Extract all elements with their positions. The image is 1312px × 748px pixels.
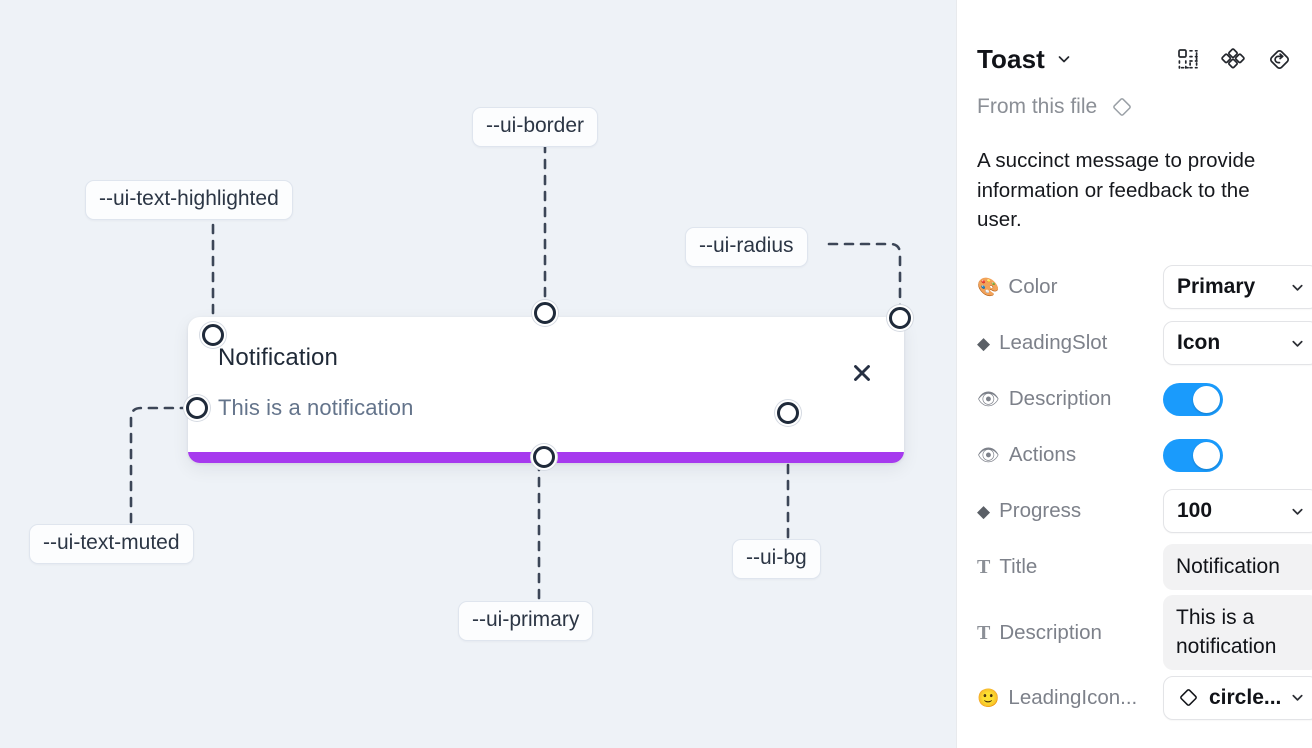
diamond-outline-icon xyxy=(1177,686,1200,709)
four-diamond-cluster-icon[interactable] xyxy=(1221,47,1245,71)
property-name-description-visibility: Description xyxy=(1008,387,1112,411)
property-control-leading-icon: circle... xyxy=(1163,675,1312,720)
close-x-icon[interactable] xyxy=(848,359,876,387)
property-label-progress: ◆ Progress xyxy=(977,499,1163,523)
toast-preview-card[interactable]: Notification This is a notification xyxy=(188,317,904,463)
property-control-leading-slot: Icon xyxy=(1163,321,1312,366)
panel-header-actions xyxy=(1177,47,1292,72)
anchor-handle-ui-text-muted[interactable] xyxy=(186,397,208,419)
property-name-leading-slot: LeadingSlot xyxy=(999,331,1108,355)
property-name-progress: Progress xyxy=(999,499,1082,523)
property-row-actions-visibility: 👁 Actions xyxy=(977,427,1292,483)
anchor-handle-ui-primary[interactable] xyxy=(533,446,555,468)
design-canvas[interactable]: Notification This is a notification --ui… xyxy=(0,0,956,748)
text-type-icon: T xyxy=(977,556,991,579)
token-pill-ui-radius[interactable]: --ui-radius xyxy=(685,227,808,268)
toast-title: Notification xyxy=(218,344,338,371)
property-name-actions-visibility: Actions xyxy=(1008,443,1077,467)
property-label-description-visibility: 👁 Description xyxy=(977,387,1163,411)
property-label-description-text: T Description xyxy=(977,621,1163,645)
leading-slot-select[interactable]: Icon xyxy=(1163,321,1312,366)
property-row-title: T Title Notification xyxy=(977,539,1312,595)
description-input[interactable]: This is a notification xyxy=(1163,595,1312,670)
from-this-file-label: From this file xyxy=(977,95,1098,118)
leading-icon-select-value: circle... xyxy=(1209,685,1282,709)
diamond-filled-icon: ◆ xyxy=(977,501,991,521)
property-name-title: Title xyxy=(999,555,1038,579)
token-pill-ui-text-highlighted[interactable]: --ui-text-highlighted xyxy=(85,180,293,221)
component-grid-icon[interactable] xyxy=(1177,48,1199,70)
anchor-handle-ui-text-highlighted[interactable] xyxy=(202,324,224,346)
property-list: 🎨 Color Primary xyxy=(977,259,1312,726)
palette-emoji-icon: 🎨 xyxy=(977,277,1000,298)
description-toggle[interactable] xyxy=(1163,382,1223,416)
eye-emoji-icon: 👁 xyxy=(977,445,1000,466)
anchor-handle-ui-radius[interactable] xyxy=(889,307,911,329)
smiley-emoji-icon: 🙂 xyxy=(977,687,1000,708)
property-row-leading-slot: ◆ LeadingSlot Icon xyxy=(977,315,1312,371)
property-label-actions-visibility: 👁 Actions xyxy=(977,443,1163,467)
panel-title: Toast xyxy=(977,43,1045,74)
property-control-progress: 100 xyxy=(1163,489,1312,534)
chevron-down-icon xyxy=(1282,504,1305,519)
chevron-down-icon[interactable] xyxy=(1056,51,1072,67)
leading-slot-select-value: Icon xyxy=(1177,331,1221,355)
toggle-knob xyxy=(1193,441,1220,469)
token-pill-ui-text-muted[interactable]: --ui-text-muted xyxy=(29,524,194,565)
properties-panel: Toast xyxy=(956,0,1312,748)
progress-select-value: 100 xyxy=(1177,499,1213,523)
panel-header: Toast xyxy=(977,28,1292,90)
diamond-outline-icon xyxy=(1110,95,1134,119)
from-this-file-row: From this file xyxy=(977,92,1292,122)
property-row-progress: ◆ Progress 100 xyxy=(977,483,1312,539)
property-row-description-visibility: 👁 Description xyxy=(977,371,1292,427)
toggle-knob xyxy=(1193,385,1220,413)
anchor-handle-ui-border[interactable] xyxy=(534,302,556,324)
property-control-description-visibility xyxy=(1163,382,1292,416)
property-row-leading-icon: 🙂 LeadingIcon... circle... xyxy=(977,670,1312,726)
property-label-leading-icon: 🙂 LeadingIcon... xyxy=(977,686,1163,710)
component-description: A succinct message to provide informatio… xyxy=(977,149,1256,232)
reset-rotate-icon[interactable] xyxy=(1267,47,1292,72)
eye-emoji-icon: 👁 xyxy=(977,389,1000,410)
progress-select[interactable]: 100 xyxy=(1163,489,1312,534)
text-type-icon: T xyxy=(977,621,991,644)
property-row-description-text: T Description This is a notification xyxy=(977,595,1312,670)
property-control-actions-visibility xyxy=(1163,438,1292,472)
token-pill-ui-border[interactable]: --ui-border xyxy=(472,107,599,148)
diamond-filled-icon: ◆ xyxy=(977,333,991,353)
actions-toggle[interactable] xyxy=(1163,438,1223,472)
chevron-down-icon xyxy=(1282,280,1305,295)
property-name-color: Color xyxy=(1008,275,1058,299)
leading-icon-select[interactable]: circle... xyxy=(1163,675,1312,720)
chevron-down-icon xyxy=(1282,690,1305,705)
property-label-color: 🎨 Color xyxy=(977,275,1163,299)
property-name-description-text: Description xyxy=(999,620,1102,644)
property-row-color: 🎨 Color Primary xyxy=(977,259,1312,315)
property-control-color: Primary xyxy=(1163,265,1312,310)
anchor-handle-ui-bg[interactable] xyxy=(777,402,799,424)
token-pill-ui-primary[interactable]: --ui-primary xyxy=(458,601,594,642)
token-pill-ui-bg[interactable]: --ui-bg xyxy=(732,539,821,580)
color-select[interactable]: Primary xyxy=(1163,265,1312,310)
title-input[interactable]: Notification xyxy=(1163,543,1312,591)
property-label-title: T Title xyxy=(977,555,1163,579)
property-control-title: Notification xyxy=(1163,543,1312,591)
property-label-leading-slot: ◆ LeadingSlot xyxy=(977,331,1163,355)
toast-description: This is a notification xyxy=(218,395,414,420)
property-control-description-text: This is a notification xyxy=(1163,595,1312,670)
chevron-down-icon xyxy=(1282,336,1305,351)
property-name-leading-icon: LeadingIcon... xyxy=(1008,685,1138,709)
color-select-value: Primary xyxy=(1177,275,1256,299)
